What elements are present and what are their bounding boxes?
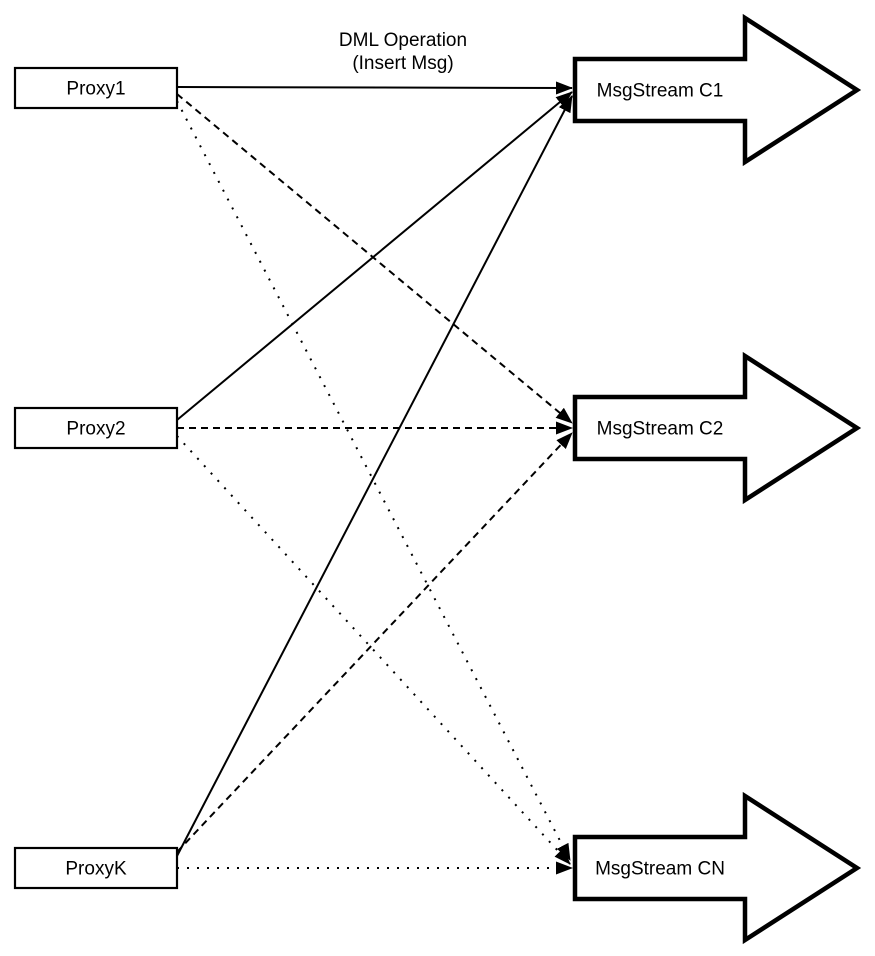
node-proxy1: Proxy1: [13, 66, 179, 110]
diagram-title-line2: (Insert Msg): [352, 53, 453, 74]
msgstream-cn-arrow-shape: [572, 791, 862, 945]
node-msgstream-cn: MsgStream CN: [572, 791, 862, 945]
diagram-title-line1: DML Operation: [339, 30, 467, 51]
edge-proxyk-msgstream-c1: [176, 95, 573, 857]
node-proxy2: Proxy2: [13, 406, 179, 450]
proxyk-box: [13, 846, 179, 890]
edge-proxy2-msgstream-cn: [176, 435, 571, 865]
edge-proxy1-msgstream-c2: [176, 93, 573, 424]
proxy1-label: Proxy1: [66, 79, 125, 100]
msgstream-cn-label: MsgStream CN: [595, 859, 725, 880]
edges-group: [176, 81, 573, 875]
diagram-title: DML Operation (Insert Msg): [339, 30, 467, 74]
msgstream-c2-arrow-shape: [572, 351, 862, 505]
edge-proxy1-msgstream-c1: [176, 81, 573, 95]
msgstream-c1-arrow-shape: [572, 13, 862, 167]
proxy1-box: [13, 66, 179, 110]
node-msgstream-c2: MsgStream C2: [572, 351, 862, 505]
node-msgstream-c1: MsgStream C1: [572, 13, 862, 167]
node-proxyk: ProxyK: [13, 846, 179, 890]
proxyk-label: ProxyK: [65, 859, 127, 880]
proxy2-label: Proxy2: [66, 419, 125, 440]
edge-proxyk-msgstream-c2: [176, 432, 573, 853]
edge-proxy2-msgstream-c1: [176, 91, 573, 421]
msgstream-c2-label: MsgStream C2: [597, 419, 724, 440]
msgstream-c1-label: MsgStream C1: [597, 81, 724, 102]
proxy2-box: [13, 406, 179, 450]
